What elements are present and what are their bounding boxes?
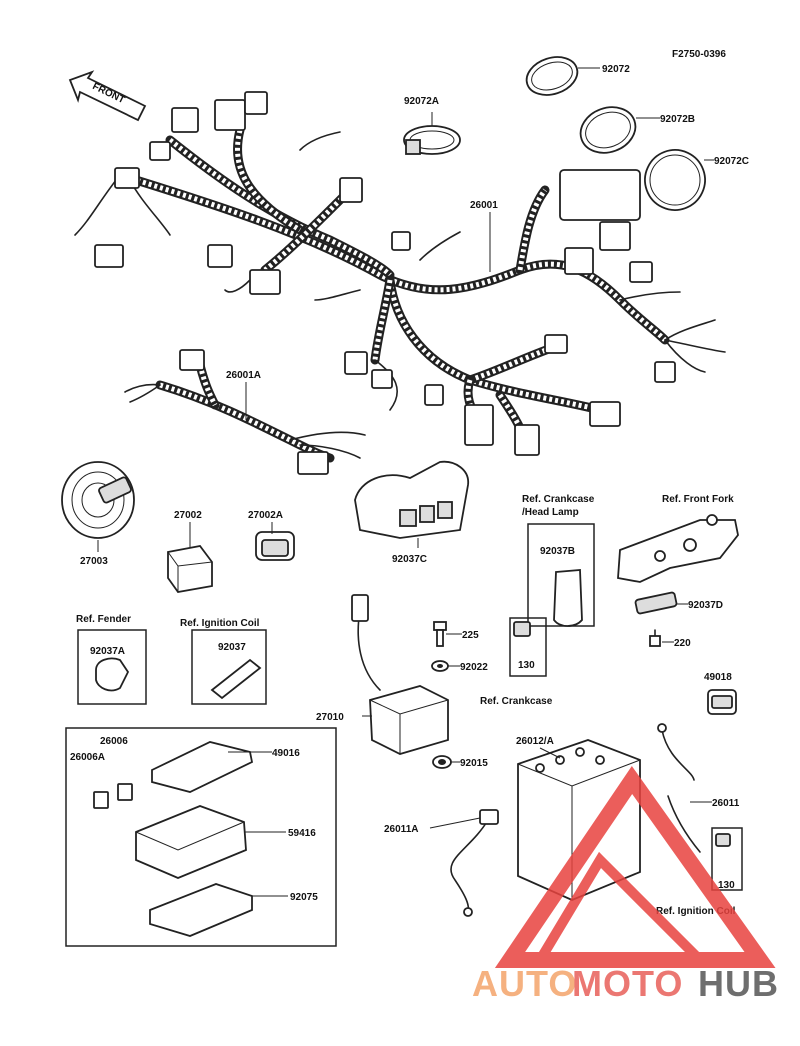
label-92072a: 92072A (404, 96, 439, 107)
ref-box-130-ignition (711, 827, 743, 891)
clamp-92072-icon (525, 56, 579, 96)
label-27002a: 27002A (248, 510, 283, 521)
fuse-box-group (65, 727, 337, 947)
cable-26011-icon (657, 723, 701, 853)
clamp-92072c-icon (644, 149, 706, 211)
ref-box-92037 (191, 629, 267, 705)
watermark-auto: AUTO (472, 963, 577, 1004)
ref-box-92037b (527, 523, 595, 627)
washer-92022-icon (431, 660, 449, 672)
cable-26011a-icon (450, 809, 499, 917)
relay-27002-icon (167, 545, 213, 593)
label-27010: 27010 (316, 712, 344, 723)
label-26006a: 26006A (70, 752, 105, 763)
ref-fender: Ref. Fender (76, 614, 131, 625)
sub-harness-26001a (124, 349, 366, 475)
ref-crankcase-head-lamp-1: Ref. Crankcase (522, 494, 595, 505)
label-26012: 26012/A (516, 736, 554, 747)
label-92037d: 92037D (688, 600, 723, 611)
label-26006: 26006 (100, 736, 128, 747)
label-130a: 130 (518, 660, 535, 671)
ref-ignition-coil-2: Ref. Ignition Coil (656, 906, 736, 917)
bracket-130-icon (509, 617, 547, 677)
clamp-92072b-icon (579, 106, 637, 154)
label-92037a: 92037A (90, 646, 125, 657)
ref-crankcase-head-lamp-2: /Head Lamp (522, 507, 579, 518)
label-92072b: 92072B (660, 114, 695, 125)
label-92015: 92015 (460, 758, 488, 769)
main-harness (74, 91, 726, 456)
relay-27002a-icon (255, 531, 295, 561)
nut-92015-icon (432, 755, 452, 769)
ref-front-fork: Ref. Front Fork (662, 494, 734, 505)
label-49018: 49018 (704, 672, 732, 683)
front-fork-bracket (617, 514, 739, 647)
leader-lines (97, 67, 714, 897)
label-220: 220 (674, 638, 691, 649)
label-26011: 26011 (712, 798, 740, 809)
battery-icon (517, 739, 641, 901)
label-92037: 92037 (218, 642, 246, 653)
clamp-92072a-icon (403, 125, 461, 155)
label-92072c: 92072C (714, 156, 749, 167)
label-49016: 49016 (272, 748, 300, 759)
label-92037b: 92037B (540, 546, 575, 557)
front-arrow-icon: FRONT (68, 70, 147, 122)
cover-92037c-icon (354, 460, 469, 539)
label-27002: 27002 (174, 510, 202, 521)
ref-ignition-coil-1: Ref. Ignition Coil (180, 618, 260, 629)
label-26001: 26001 (470, 200, 498, 211)
part-49018-icon (707, 689, 737, 715)
horn-icon (61, 461, 135, 539)
label-92072: 92072 (602, 64, 630, 75)
label-92075: 92075 (290, 892, 318, 903)
label-27003: 27003 (80, 556, 108, 567)
watermark-moto: MOTO (572, 963, 683, 1004)
ref-box-92037a (77, 629, 147, 705)
label-26001a: 26001A (226, 370, 261, 381)
figure-code: F2750-0396 (672, 49, 726, 60)
label-92037c: 92037C (392, 554, 427, 565)
regulator-27010-icon (351, 594, 449, 755)
watermark-hub: HUB (698, 963, 779, 1004)
label-92022: 92022 (460, 662, 488, 673)
label-225: 225 (462, 630, 479, 641)
label-26011a: 26011A (384, 824, 418, 835)
ref-crankcase: Ref. Crankcase (480, 696, 553, 707)
label-59416: 59416 (288, 828, 316, 839)
watermark-logo: AUTO MOTO HUB (472, 765, 779, 1004)
label-130b: 130 (718, 880, 735, 891)
bolt-225-icon (433, 621, 447, 647)
